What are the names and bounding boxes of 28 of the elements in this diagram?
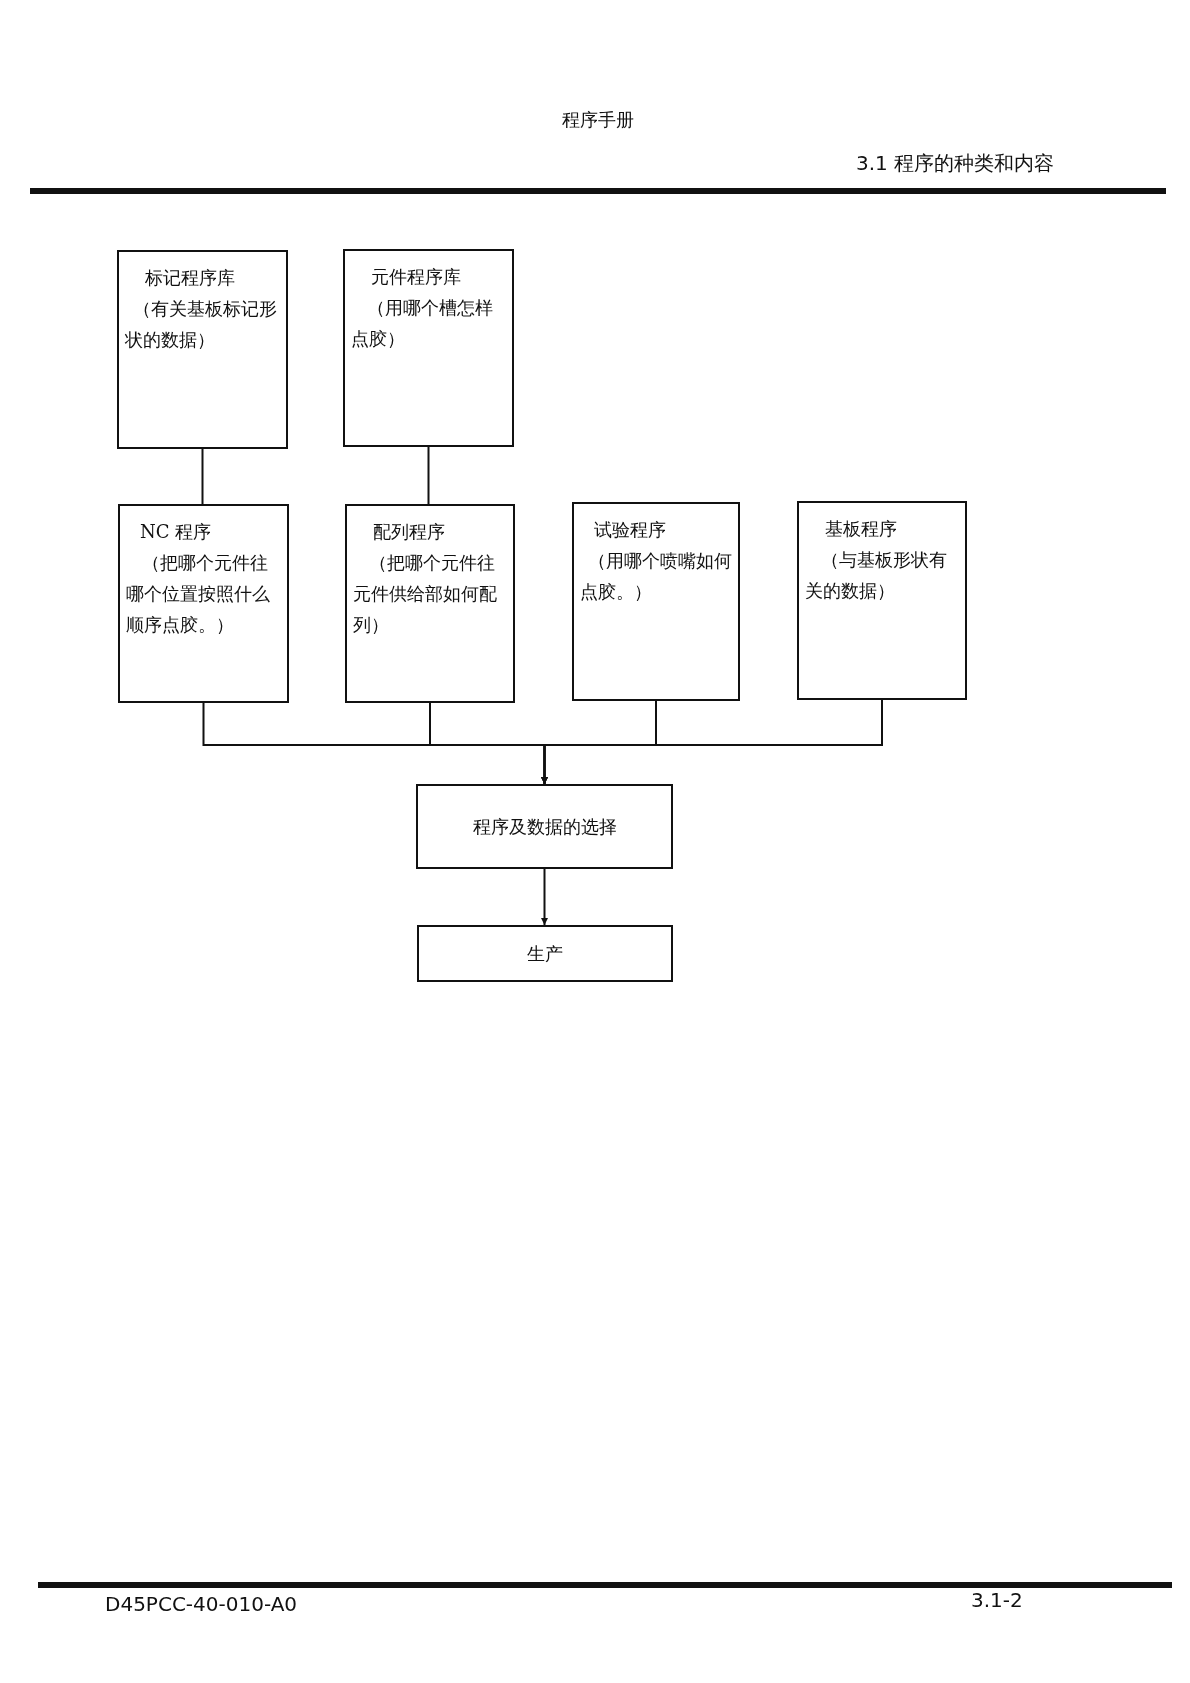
- box-title: 程序及数据的选择: [472, 815, 617, 839]
- process-box: [343, 249, 514, 447]
- box-title: 元件程序库: [370, 265, 462, 289]
- process-box: [797, 501, 967, 700]
- section-heading: 3.1 程序的种类和内容: [856, 150, 1055, 177]
- box-description: （有关基板标记形状的数据）: [125, 297, 278, 352]
- process-box: [417, 925, 673, 982]
- process-box: [117, 250, 288, 449]
- page-number: 3.1-2: [971, 1588, 1023, 1612]
- document-number: D45PCC-40-010-A0: [105, 1592, 298, 1616]
- box-description: （把哪个元件往元件供给部如何配列）: [353, 551, 498, 637]
- box-description: （与基板形状有关的数据）: [805, 548, 948, 603]
- page-subtitle: 程序手册: [562, 108, 634, 132]
- box-description: （把哪个元件往哪个位置按照什么顺序点胶。）: [126, 551, 271, 637]
- connector-arrow: [541, 699, 883, 785]
- box-title: NC 程序: [139, 520, 213, 544]
- process-box: [118, 504, 289, 703]
- box-title: 生产: [527, 942, 563, 966]
- box-title: 配列程序: [372, 520, 446, 544]
- process-box: [572, 502, 740, 701]
- process-box: [416, 784, 673, 869]
- box-description: （用哪个槽怎样点胶）: [351, 296, 494, 351]
- box-title: 基板程序: [824, 517, 898, 541]
- process-box: [345, 504, 515, 703]
- connector-arrow: [541, 868, 548, 926]
- box-description: （用哪个喷嘴如何点胶。）: [580, 549, 732, 604]
- box-title: 标记程序库: [144, 266, 236, 290]
- box-title: 试验程序: [593, 518, 667, 542]
